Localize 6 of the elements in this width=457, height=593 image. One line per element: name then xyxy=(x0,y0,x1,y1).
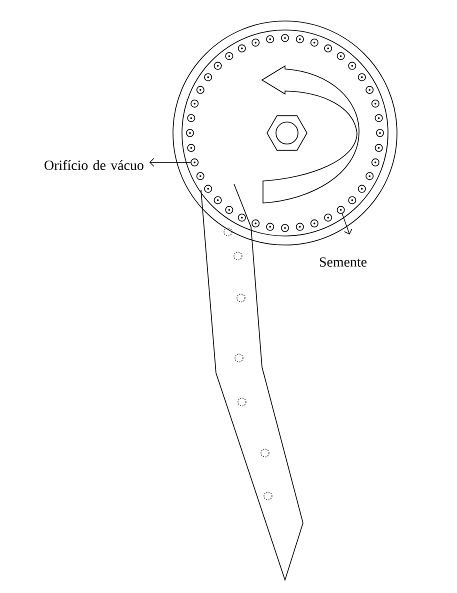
leader-arrow xyxy=(149,158,191,167)
callout-label: Orifício de vácuo xyxy=(44,160,144,170)
vacuum-hole xyxy=(336,206,345,214)
callout-label: Semente xyxy=(320,257,367,267)
leader-arrow xyxy=(342,213,352,234)
vacuum-hole xyxy=(190,158,199,166)
